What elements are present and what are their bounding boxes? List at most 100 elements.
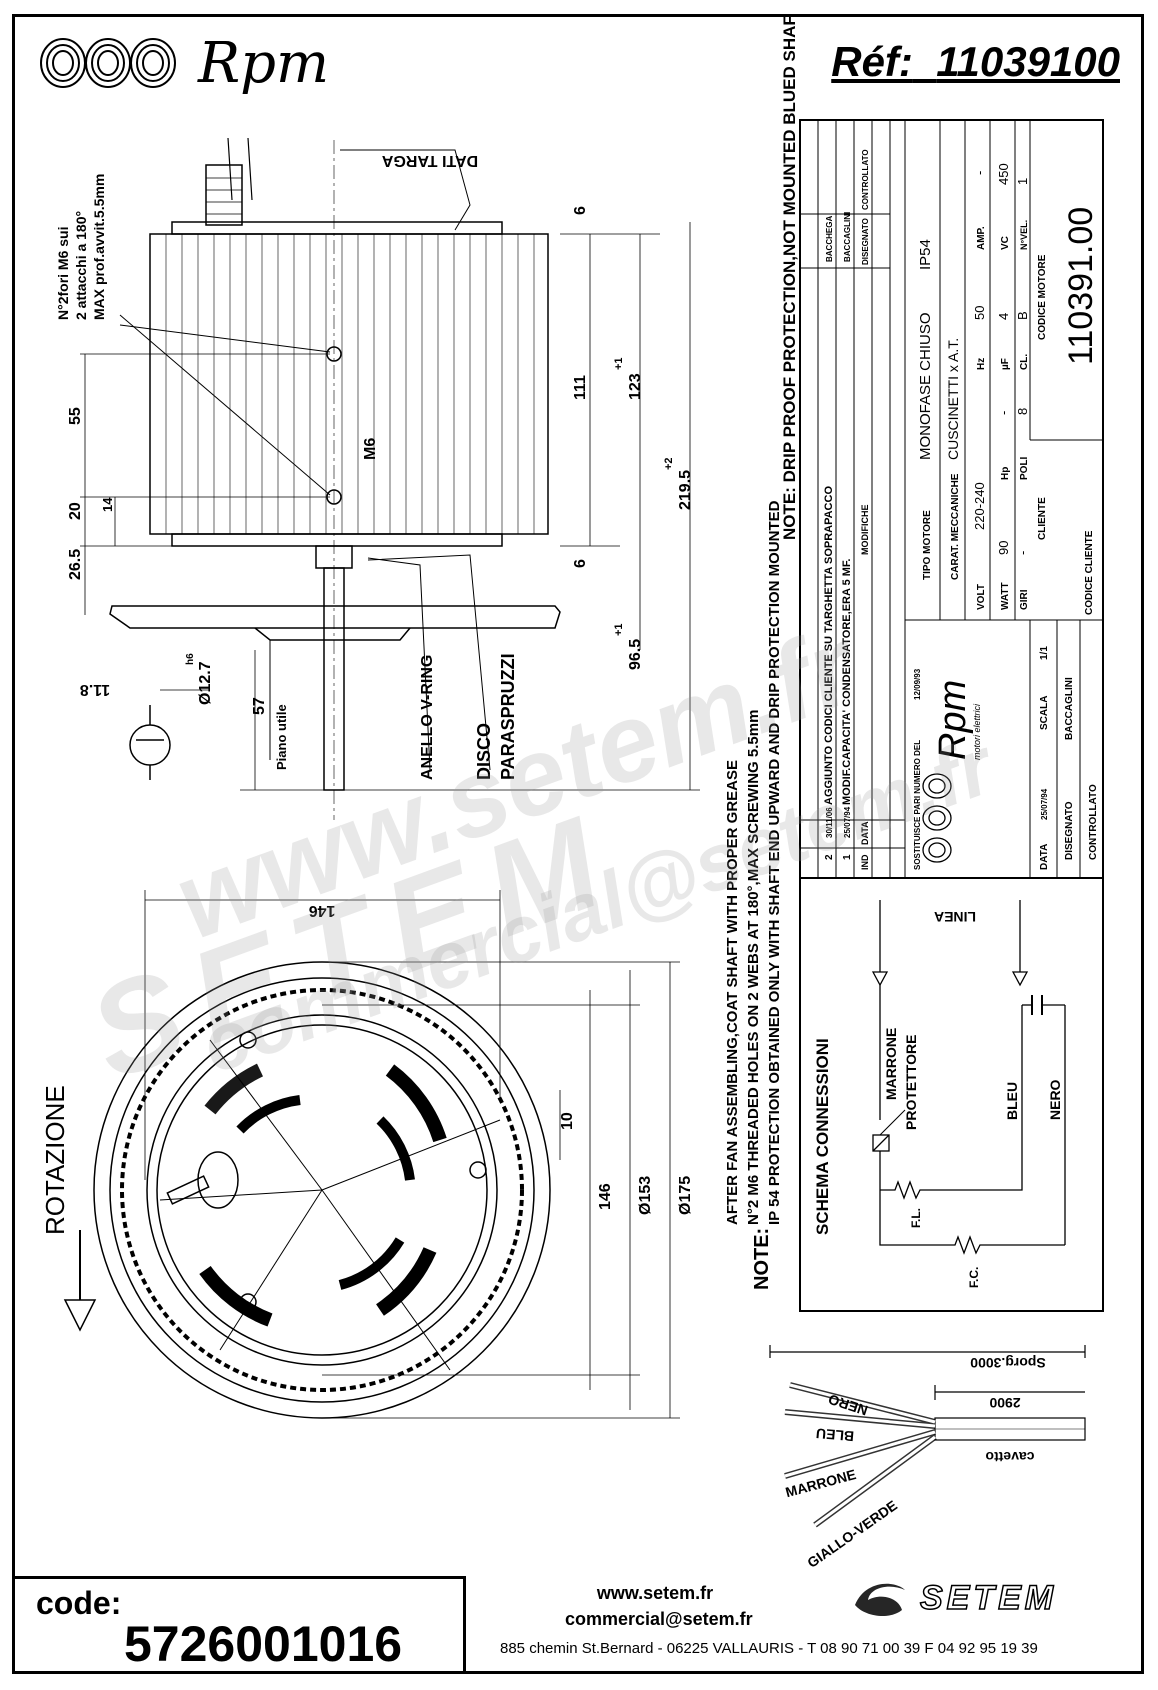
cavetto-label: cavetto <box>985 1449 1034 1465</box>
dim-12-7: Ø12.7 <box>197 661 214 705</box>
hdr-data: DATA <box>860 821 870 845</box>
mod-2-date: 30/11/06 <box>825 807 834 838</box>
note-label: NOTE: <box>751 1228 773 1290</box>
schema-title: SCHEMA CONNESSIONI <box>813 1038 832 1235</box>
protettore-label: PROTETTORE <box>903 1035 919 1130</box>
notes: NOTE: AFTER FAN ASSEMBLING,COAT SHAFT WI… <box>724 15 799 1290</box>
dim-146-top: 146 <box>309 902 336 919</box>
tipo-motore-value: MONOFASE CHIUSO <box>917 312 934 460</box>
nvel-value: 1 <box>1015 178 1030 185</box>
uf-value: 4 <box>996 313 1011 320</box>
hdr-modifiche: MODIFICHE <box>860 505 870 556</box>
shaft-section <box>129 724 171 766</box>
poli-label: POLI <box>1019 456 1030 480</box>
amp-label: AMP. <box>976 226 987 250</box>
fl-label: F.L. <box>909 1208 923 1228</box>
cliente-label: CLIENTE <box>1037 497 1048 540</box>
note-line-2: N°2 M6 THREADED HOLES ON 2 WEBS AT 180°,… <box>745 710 762 1225</box>
side-view-labels: DATI TARGA N°2fori M6 sui 2 attacchi a 1… <box>55 152 694 780</box>
protettore-symbol <box>872 1134 890 1152</box>
code-label: code: <box>36 1585 122 1621</box>
ref-label: Réf: <box>831 38 913 85</box>
coil-logo-icon <box>40 38 176 88</box>
dim-175: Ø175 <box>677 1176 694 1215</box>
scala-label: SCALA <box>1039 696 1050 730</box>
schema-labels: SCHEMA CONNESSIONI LINEA MARRONE PROTETT… <box>813 909 1063 1288</box>
setem-logo: SETEM <box>850 1575 1057 1621</box>
cable-gland-front <box>197 1151 239 1209</box>
dim-111: 111 <box>572 375 589 400</box>
hp-value: - <box>996 411 1011 415</box>
tipo-motore-label: TIPO MOTORE <box>922 510 933 580</box>
nero-label: NERO <box>1047 1079 1063 1120</box>
amp-value: - <box>972 171 987 175</box>
dim-96-tol: +1 <box>613 623 625 636</box>
dim-6-top: 6 <box>572 206 589 215</box>
dati-targa-label: DATI TARGA <box>381 152 478 169</box>
dim-96-5: 96.5 <box>627 639 644 670</box>
dim-123-tol: +1 <box>613 357 625 370</box>
footer-address: 885 chemin St.Bernard - 06225 VALLAURIS … <box>500 1640 1038 1657</box>
fc-label: F.C. <box>967 1267 981 1288</box>
piano-utile-label: Piano utile <box>274 704 289 770</box>
anello-label: ANELLO V-RING <box>419 655 436 780</box>
scala-value: 1/1 <box>1039 646 1050 660</box>
codice-cliente-label: CODICE CLIENTE <box>1084 530 1095 615</box>
email-link[interactable]: commercial@setem.fr <box>565 1609 753 1629</box>
hdr-controllato: CONTROLLATO <box>861 149 870 210</box>
dim-146: 146 <box>597 1183 614 1210</box>
dim-123: 123 <box>627 373 644 400</box>
dim-20: 20 <box>67 502 84 520</box>
watt-label: WATT <box>1000 582 1011 610</box>
dim-55: 55 <box>67 407 84 425</box>
cl-label: CL. <box>1019 354 1030 370</box>
ref-value: 11039100 <box>936 38 1120 85</box>
sostituisce-label: SOSTITUISCE PARI NUMERO DEL <box>913 740 922 870</box>
mount-hole <box>469 1161 487 1179</box>
volt-label: VOLT <box>976 584 987 610</box>
linea-label: LINEA <box>934 909 976 925</box>
cable-giallo-verde: GIALLO-VERDE <box>804 1497 900 1571</box>
title-logo-text: Rpm <box>932 680 974 760</box>
hdr-ind: IND <box>860 854 870 870</box>
swirl-logo-icon <box>855 1583 905 1617</box>
schema-connessioni <box>799 877 1104 1312</box>
mod-1-dis: BACCAGLINI <box>843 212 852 262</box>
title-block <box>799 119 1104 879</box>
holes-note-1: N°2fori M6 sui <box>55 226 71 320</box>
mod-1-ind: 1 <box>842 854 853 860</box>
disegnato-value: BACCAGLINI <box>1064 677 1075 740</box>
reference-number: Réf: 11039100 <box>831 38 1120 86</box>
mount-hole <box>239 1031 257 1049</box>
dim-h6: h6 <box>185 653 196 665</box>
nvel-label: N°VEL. <box>1019 220 1029 250</box>
disco-label: DISCO <box>474 723 494 780</box>
holes-note-2: 2 attacchi a 180° <box>73 211 89 320</box>
dim-10: 10 <box>559 1112 576 1130</box>
marrone-label: MARRONE <box>883 1028 899 1100</box>
giri-label: GIRI <box>1019 589 1030 610</box>
dim-m6: M6 <box>362 438 379 460</box>
website-link[interactable]: www.setem.fr <box>596 1583 714 1603</box>
dim-153: Ø153 <box>637 1176 654 1215</box>
dim-219-tol: +2 <box>663 457 675 470</box>
mod-2-desc: AGGIUNTO CODICI CLIENTE SU TARGHETTA SOP… <box>823 486 835 805</box>
holes-note-3: MAX prof.avvit.5.5mm <box>91 174 107 320</box>
cable-bleu: BLEU <box>815 1425 854 1444</box>
vc-label: VC <box>1000 236 1011 250</box>
mod-2-ind: 2 <box>824 854 835 860</box>
title-logo-sub: motori elettrici <box>972 703 982 760</box>
motor-body <box>149 233 549 535</box>
code-box: code: 5726001016 <box>14 1576 466 1672</box>
drip-disc <box>109 605 561 629</box>
hdr-disegnato: DISEGNATO <box>861 218 870 265</box>
dim-219: 219.5 <box>677 470 694 510</box>
mod-2-dis: BACCHEGA <box>825 216 834 262</box>
setem-logo-text: SETEM <box>919 1578 1058 1618</box>
side-view <box>80 137 700 820</box>
title-block-text: 2 30/11/06 AGGIUNTO CODICI CLIENTE SU TA… <box>823 149 1100 870</box>
brand-logo: Rpm <box>38 28 329 98</box>
mount-hole <box>239 1293 257 1311</box>
data-label: DATA <box>1039 844 1050 870</box>
